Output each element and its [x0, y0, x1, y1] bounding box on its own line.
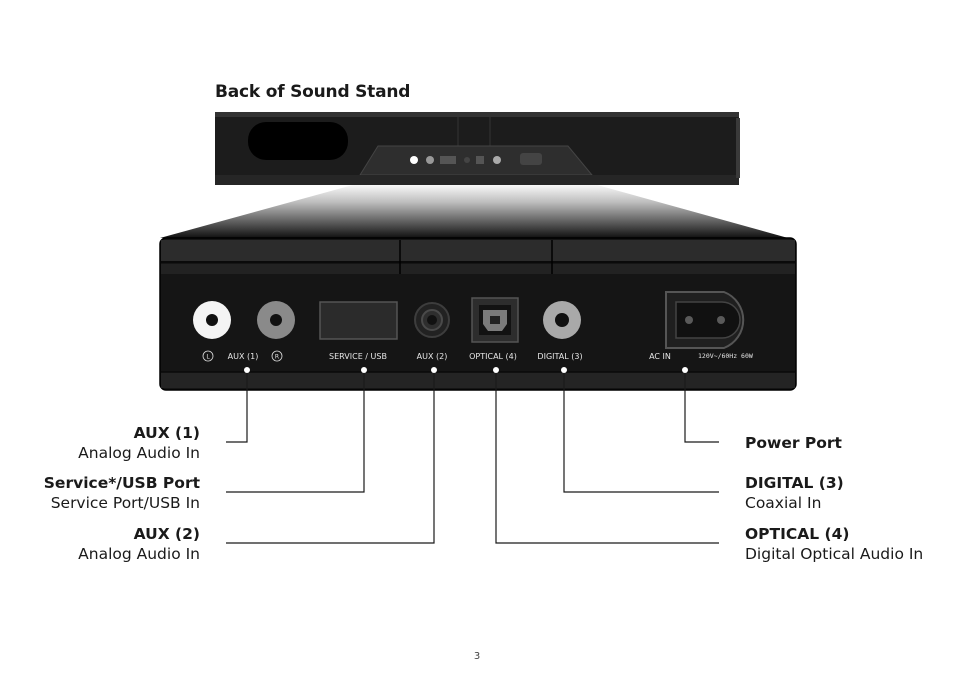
panel-label-optical: OPTICAL (4) — [469, 352, 517, 361]
aux2-jack — [414, 302, 450, 338]
callout-aux2: AUX (2) Analog Audio In — [0, 524, 200, 564]
panel-label-digital: DIGITAL (3) — [537, 352, 582, 361]
callout-service-heading: Service*/USB Port — [43, 474, 200, 492]
r-marker-ring — [271, 350, 283, 362]
callout-digital-heading: DIGITAL (3) — [745, 474, 844, 492]
dot-service — [361, 367, 367, 373]
panel-label-rating: 120V~/60Hz 60W — [698, 352, 753, 360]
callout-power-heading: Power Port — [745, 434, 842, 452]
service-usb-port — [319, 301, 398, 340]
leader-optical — [495, 370, 719, 544]
dot-optical — [493, 367, 499, 373]
leader-aux2 — [226, 370, 435, 544]
dot-digital — [561, 367, 567, 373]
aux1-r-jack — [257, 301, 295, 339]
callout-digital-sub: Coaxial In — [745, 494, 822, 512]
callout-optical: OPTICAL (4) Digital Optical Audio In — [745, 524, 945, 564]
panel-label-service-usb: SERVICE / USB — [329, 352, 387, 361]
panel-label-ac-in: AC IN — [649, 352, 671, 361]
dot-power — [682, 367, 688, 373]
l-marker-ring — [202, 350, 214, 362]
callout-power: Power Port — [745, 433, 945, 453]
leader-digital — [563, 370, 719, 493]
leader-service — [226, 370, 365, 493]
dot-aux2 — [431, 367, 437, 373]
digital-coaxial-jack — [543, 301, 581, 339]
callout-optical-heading: OPTICAL (4) — [745, 525, 850, 543]
aux1-l-jack — [193, 301, 231, 339]
panel-label-r: R — [275, 354, 279, 361]
sound-stand-overview — [215, 112, 740, 185]
panel-label-aux1: AUX (1) — [228, 352, 259, 361]
callout-aux1-heading: AUX (1) — [133, 424, 200, 442]
optical-port — [471, 297, 519, 343]
page-title: Back of Sound Stand — [215, 82, 411, 102]
callout-aux2-sub: Analog Audio In — [78, 545, 200, 563]
callout-aux2-heading: AUX (2) — [133, 525, 200, 543]
callout-service: Service*/USB Port Service Port/USB In — [0, 473, 200, 513]
page-number: 3 — [473, 651, 481, 662]
panel-label-l: L — [206, 354, 210, 361]
zoom-beam — [160, 183, 788, 238]
callout-optical-sub: Digital Optical Audio In — [745, 545, 924, 563]
connector-panel — [159, 237, 797, 391]
leader-power — [684, 370, 719, 443]
panel-label-aux2: AUX (2) — [417, 352, 448, 361]
callout-aux1-sub: Analog Audio In — [78, 444, 200, 462]
callout-service-sub: Service Port/USB In — [50, 494, 200, 512]
callout-digital: DIGITAL (3) Coaxial In — [745, 473, 945, 513]
ac-power-socket — [665, 291, 745, 349]
callout-aux1: AUX (1) Analog Audio In — [0, 423, 200, 463]
dot-aux1 — [244, 367, 250, 373]
leader-aux1 — [226, 370, 248, 443]
